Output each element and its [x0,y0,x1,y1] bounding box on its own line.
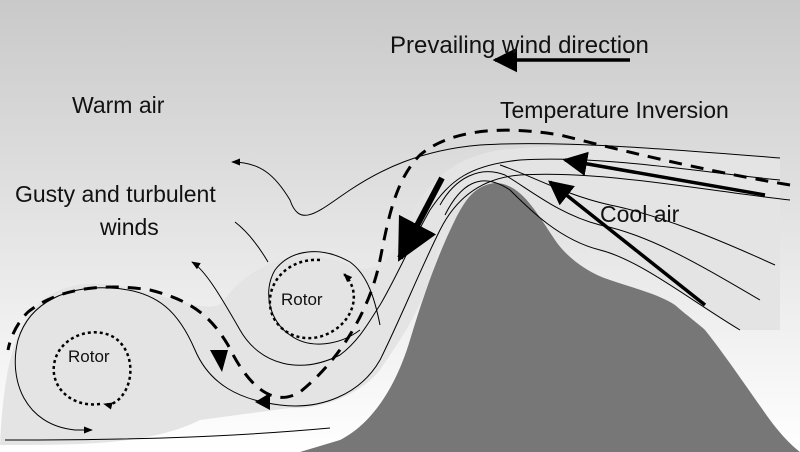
streamline-ground [4,427,331,441]
streamline-ridge-1 [444,180,741,331]
temperature-inversion-dashed-line [6,128,791,399]
inversion-arrowhead-left [255,393,270,410]
cool-air-arrow-upper [562,151,766,197]
rotor-center-label: Rotor [281,290,323,309]
streamline-ridge-2 [439,171,761,301]
gusty-pointer-line [234,221,269,263]
dashed-line-arrowhead [210,350,228,372]
temperature-inversion-label: Temperature Inversion [500,97,729,123]
warm-air-label: Warm air [72,92,165,118]
rotor-left-loop [52,331,132,410]
mountain [300,183,800,452]
streamline-center-loop [268,251,381,345]
cool-air-label: Cool air [600,201,680,227]
rotor-center-loop [268,258,356,340]
cool-air-arrow-lower [548,180,707,307]
gusty-winds-label-line1: Gusty and turbulent [15,181,216,207]
downslope-wind-arrow [397,176,445,262]
bold-arrows [397,47,766,307]
streamline-ridge-3 [499,164,776,266]
gusty-winds-label-line2: winds [99,214,159,240]
wind-direction-label: Prevailing wind direction [390,32,649,59]
streamline-outer-wave [231,143,781,216]
rotor-left-label: Rotor [68,347,110,366]
